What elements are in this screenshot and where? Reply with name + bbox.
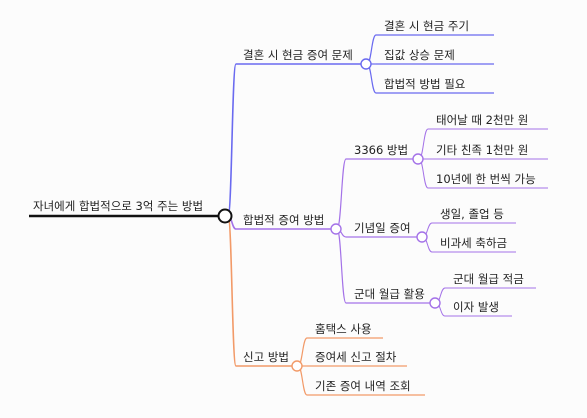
sub-3366-method[interactable]: 3366 방법 — [354, 143, 409, 157]
leaf-house-price-rise[interactable]: 집값 상승 문제 — [384, 48, 455, 62]
branch3-toggle[interactable] — [291, 360, 303, 372]
connector-root-branch1 — [227, 63, 237, 217]
leaf-birthday-graduation[interactable]: 생일, 졸업 등 — [440, 207, 504, 221]
root-topic[interactable]: 자녀에게 합법적으로 3억 주는 방법 — [33, 199, 204, 213]
leaf-relatives-10m[interactable]: 기타 친족 1천만 원 — [436, 143, 529, 157]
branch1-toggle[interactable] — [360, 58, 372, 70]
leaf-legal-method-needed[interactable]: 합법적 방법 필요 — [384, 77, 466, 91]
leaf-interest[interactable]: 이자 발생 — [453, 300, 499, 314]
sub-anniversary-gift[interactable]: 기념일 증여 — [354, 221, 411, 235]
leaf-past-gift-lookup[interactable]: 기존 증여 내역 조회 — [315, 379, 411, 393]
leaf-cash-at-wedding[interactable]: 결혼 시 현금 주기 — [384, 19, 470, 33]
leaf-military-savings[interactable]: 군대 월급 적금 — [453, 272, 524, 286]
leaf-hometax[interactable]: 홈택스 사용 — [315, 322, 372, 336]
connector-root-branch3 — [227, 215, 237, 367]
sub-military-salary[interactable]: 군대 월급 활용 — [354, 287, 425, 301]
sub1-toggle[interactable] — [412, 153, 424, 165]
branch-cash-gift-problem[interactable]: 결혼 시 현금 증여 문제 — [243, 48, 353, 62]
connector-branch2-sub3 — [336, 228, 347, 304]
branch-reporting-method[interactable]: 신고 방법 — [243, 350, 289, 364]
sub2-toggle[interactable] — [416, 231, 428, 243]
sub3-toggle[interactable] — [429, 297, 441, 309]
connector-branch2-sub1 — [336, 158, 347, 230]
leaf-every-10-years[interactable]: 10년에 한 번씩 가능 — [436, 172, 536, 186]
leaf-tax-free-gift[interactable]: 비과세 축하금 — [440, 236, 508, 250]
leaf-gift-tax-procedure[interactable]: 증여세 신고 절차 — [315, 350, 397, 364]
leaf-birth-20m[interactable]: 태어날 때 2천만 원 — [436, 113, 529, 127]
branch2-toggle[interactable] — [330, 223, 342, 235]
root-toggle[interactable] — [217, 208, 233, 224]
branch-legal-gift-methods[interactable]: 합법적 증여 방법 — [243, 213, 325, 227]
